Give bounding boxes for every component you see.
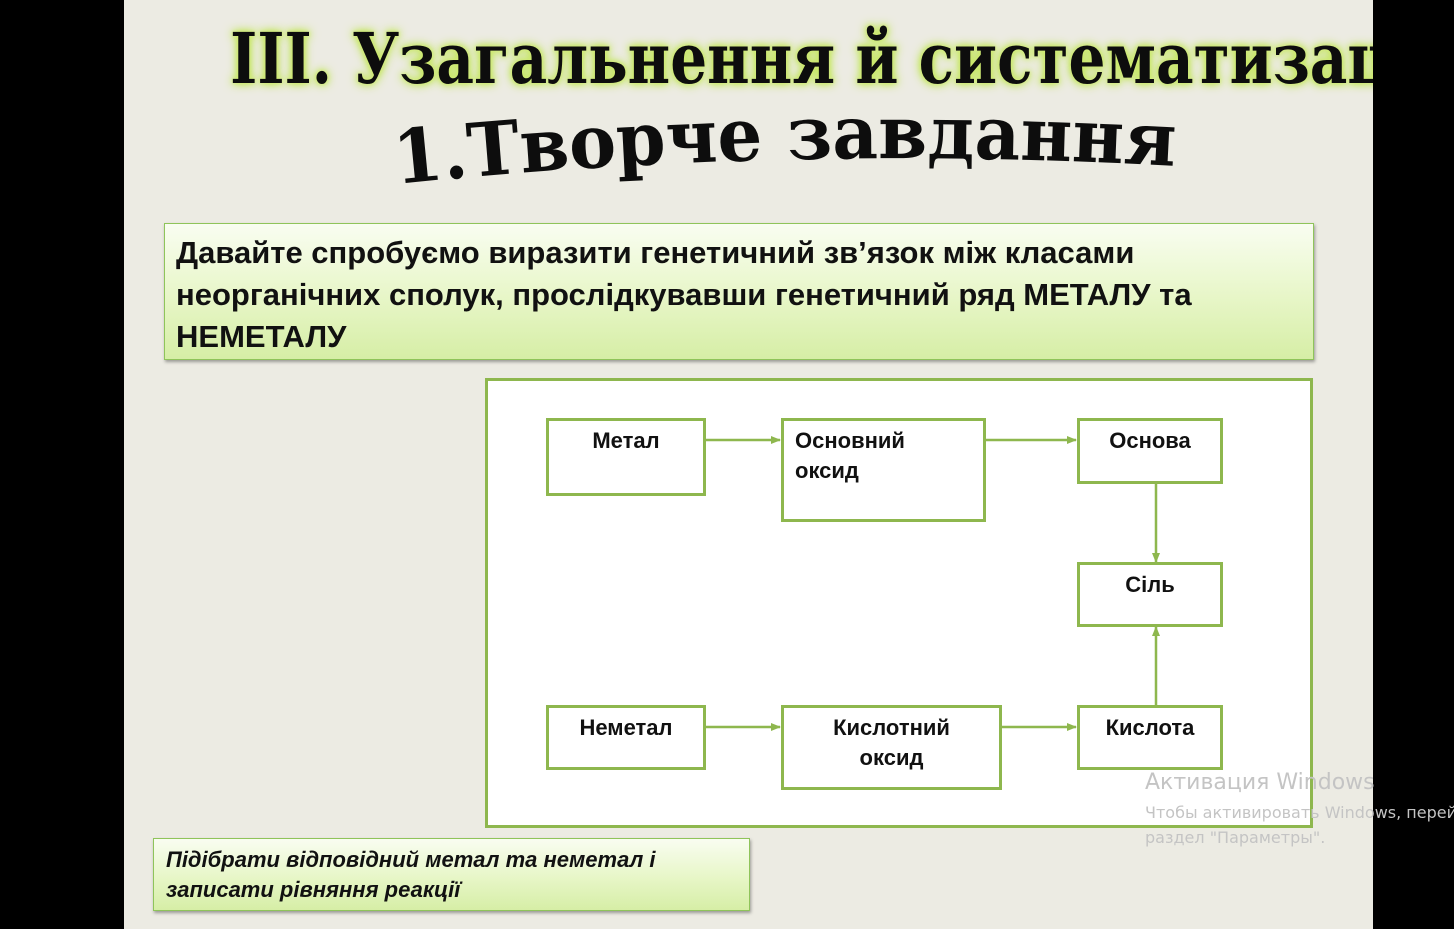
- presentation-slide: ІІІ. Узагальнення й систематизація знань…: [124, 0, 1373, 929]
- node-base: Основа: [1077, 418, 1223, 484]
- node-basic-oxide-line1: Основний: [795, 428, 905, 453]
- slide-subtitle: 1.Творче завдання: [386, 96, 1186, 206]
- node-acid-oxide-line2: оксид: [859, 745, 924, 770]
- subtitle-textpath: 1.Творче завдання: [389, 96, 1178, 202]
- task-description-box: Давайте спробуємо виразити генетичний зв…: [164, 223, 1314, 360]
- node-salt: Сіль: [1077, 562, 1223, 627]
- node-acid-oxide-line1: Кислотний: [833, 715, 950, 740]
- node-acid-label: Кислота: [1105, 715, 1195, 740]
- node-nonmetal: Неметал: [546, 705, 706, 770]
- subtitle-text: 1.Творче завдання: [389, 96, 1178, 202]
- watermark-line-1: Чтобы активировать Windows, перейдите в: [1145, 803, 1454, 822]
- genetic-series-diagram: Метал Основний оксид Основа Сіль Неметал…: [485, 378, 1313, 828]
- node-basic-oxide-line2: оксид: [795, 458, 859, 483]
- node-metal-label: Метал: [592, 428, 660, 453]
- node-metal: Метал: [546, 418, 706, 496]
- hint-line-1: Підібрати відповідний метал та неметал і: [166, 847, 656, 872]
- node-salt-label: Сіль: [1125, 572, 1175, 597]
- slide-title: ІІІ. Узагальнення й систематизація знань: [230, 17, 1373, 100]
- node-acid: Кислота: [1077, 705, 1223, 770]
- diagram-arrows: [704, 436, 1160, 731]
- windows-activation-watermark: Активация Windows Чтобы активировать Win…: [1145, 766, 1454, 850]
- node-acid-oxide: Кислотний оксид: [781, 705, 1002, 790]
- node-nonmetal-label: Неметал: [579, 715, 673, 740]
- hint-box: Підібрати відповідний метал та неметал і…: [153, 838, 750, 911]
- node-base-label: Основа: [1109, 428, 1191, 453]
- node-basic-oxide: Основний оксид: [781, 418, 986, 522]
- watermark-line-2: раздел "Параметры".: [1145, 828, 1326, 847]
- hint-line-2: записати рівняння реакції: [166, 877, 461, 902]
- watermark-title: Активация Windows: [1145, 770, 1375, 795]
